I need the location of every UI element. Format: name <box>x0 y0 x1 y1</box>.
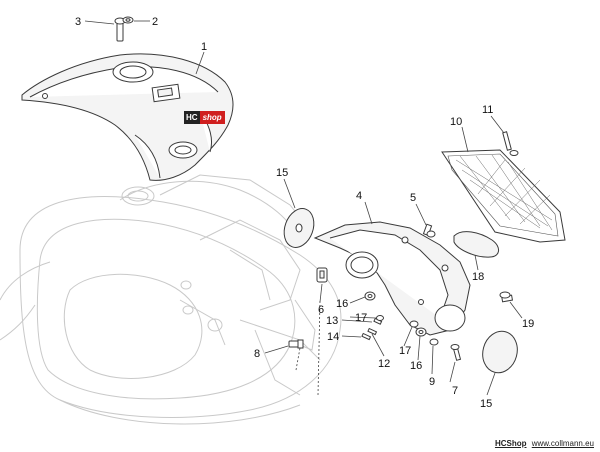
badge-hc: HC <box>184 111 200 124</box>
label-14: 14 <box>327 331 339 343</box>
footer-credit: HCShop www.collmann.eu <box>495 439 594 448</box>
part-6-clip <box>316 267 328 283</box>
footer-brand: HCShop <box>494 439 527 448</box>
part-19-screw <box>499 291 514 303</box>
leader-lines <box>84 20 523 396</box>
label-2: 2 <box>152 16 158 28</box>
label-10: 10 <box>450 116 462 128</box>
part-8-bolt <box>288 339 304 349</box>
part-3-bolt <box>114 17 126 42</box>
part-15-cover-top <box>283 208 315 248</box>
part-1-rear-carrier <box>21 53 234 181</box>
part-4-plate-holder <box>313 221 471 336</box>
part-15-cover-bottom <box>482 330 518 374</box>
part-5-screw <box>422 223 436 238</box>
label-16-b: 16 <box>410 360 422 372</box>
hcshop-watermark-badge: HC shop <box>184 111 225 124</box>
part-2-washer <box>122 16 134 24</box>
part-16-washer-a <box>364 291 376 301</box>
label-17-a: 17 <box>355 312 367 324</box>
label-15-top: 15 <box>276 167 288 179</box>
part-10-reflector-plate <box>441 149 566 243</box>
label-15-bottom: 15 <box>480 398 492 410</box>
label-12: 12 <box>378 358 390 370</box>
scooter-frame-outline <box>0 174 342 425</box>
label-13: 13 <box>326 315 338 327</box>
part-17-nut-a <box>376 315 384 321</box>
part-17-nut-b <box>409 320 419 328</box>
label-4: 4 <box>356 190 362 202</box>
part-9-nut <box>429 338 439 346</box>
label-1: 1 <box>201 41 207 53</box>
label-16-a: 16 <box>336 298 348 310</box>
badge-shop: shop <box>199 111 225 124</box>
part-14-pin <box>361 332 372 341</box>
part-11-screw <box>502 131 519 156</box>
label-7: 7 <box>452 385 458 397</box>
part-number-labels: 1 2 3 4 5 6 7 8 9 10 11 12 13 14 15 15 1… <box>75 16 534 410</box>
label-8: 8 <box>254 348 260 360</box>
label-6: 6 <box>318 304 324 316</box>
part-12-pin <box>367 327 378 336</box>
footer-site-link[interactable]: www.collmann.eu <box>531 439 594 448</box>
label-3: 3 <box>75 16 81 28</box>
label-18: 18 <box>472 271 484 283</box>
label-9: 9 <box>429 376 435 388</box>
label-19: 19 <box>522 318 534 330</box>
label-17-b: 17 <box>399 345 411 357</box>
label-11: 11 <box>482 104 493 116</box>
label-5: 5 <box>410 192 416 204</box>
part-16-washer-b <box>415 327 427 337</box>
part-7-screw <box>450 344 462 361</box>
part-18-rubber-pad <box>453 231 499 258</box>
